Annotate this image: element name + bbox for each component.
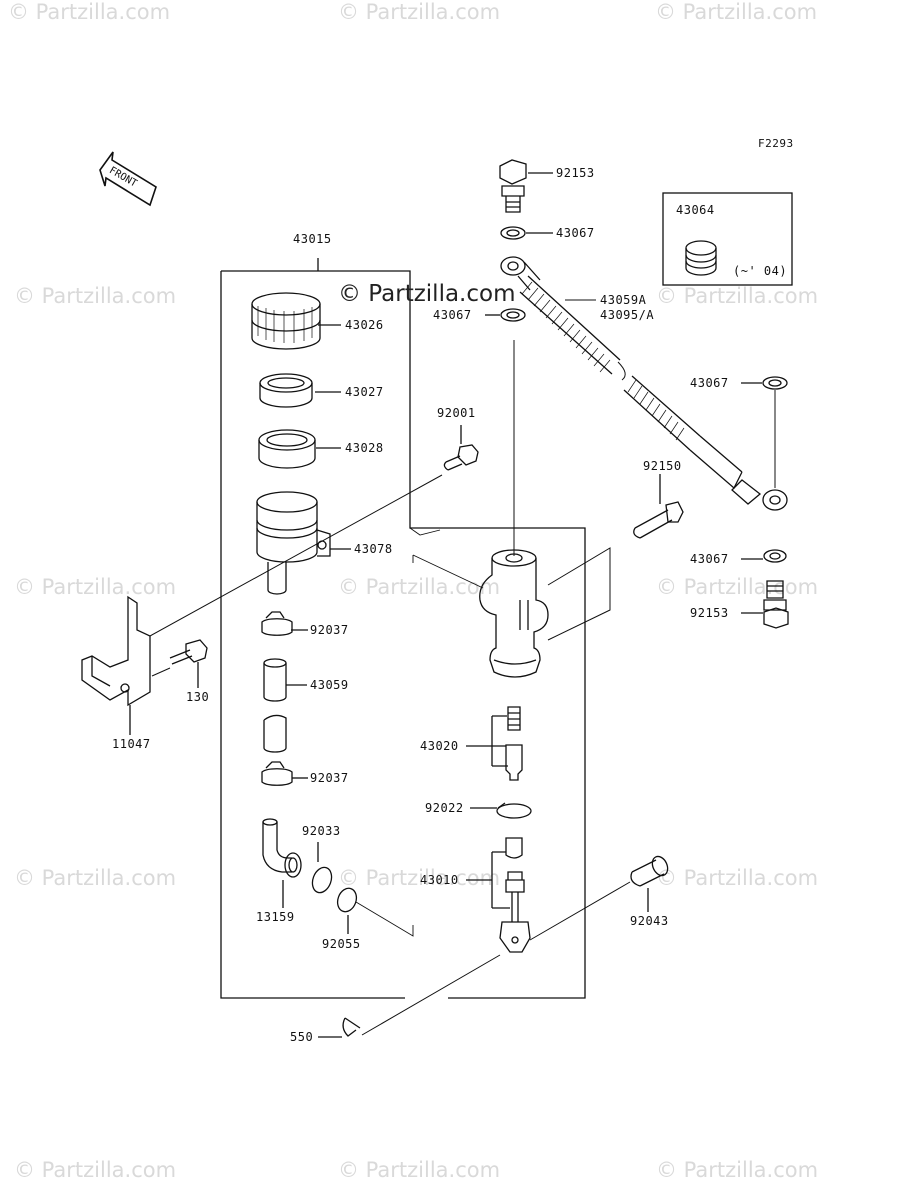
banjo-bolt-92153-bottom xyxy=(763,580,789,629)
brake-hose-43059a xyxy=(500,256,788,511)
cotter-pin-550 xyxy=(342,1017,361,1037)
part-label: 43059 xyxy=(310,678,349,692)
clamp-92037-upper xyxy=(261,611,293,636)
watermark: © Partzilla.com xyxy=(338,0,501,24)
watermark: © Partzilla.com xyxy=(656,866,819,890)
part-label: 43067 xyxy=(690,552,729,566)
bracket-11047 xyxy=(81,595,151,707)
part-label: 43026 xyxy=(345,318,384,332)
front-arrow-icon: FRONT xyxy=(99,151,157,207)
banjo-bolt-92153-top xyxy=(499,159,527,213)
bolt-130 xyxy=(169,639,208,665)
part-label: 130 xyxy=(186,690,210,704)
diaphragm-43027 xyxy=(259,373,313,408)
part-label: 92033 xyxy=(302,824,341,838)
bolt-92150 xyxy=(633,501,684,539)
part-label: 92037 xyxy=(310,771,349,785)
figure-id: F2293 xyxy=(758,137,794,150)
watermark: © Partzilla.com xyxy=(14,1158,177,1182)
washer-43067-4 xyxy=(763,549,787,563)
part-label: 43027 xyxy=(345,385,384,399)
hose-43059 xyxy=(263,658,287,753)
watermark: © Partzilla.com xyxy=(338,866,501,890)
part-label: 92153 xyxy=(556,166,595,180)
watermark: © Partzilla.com xyxy=(338,1158,501,1182)
part-label: 550 xyxy=(290,1030,314,1044)
pushrod-43010 xyxy=(499,837,531,953)
part-label: 92153 xyxy=(690,606,729,620)
watermark: © Partzilla.com xyxy=(14,575,177,599)
part-label: 43067 xyxy=(556,226,595,240)
oring-92055 xyxy=(336,887,358,913)
part-label: 43015 xyxy=(293,232,332,246)
washer-43067-2 xyxy=(500,308,526,322)
part-label: 92150 xyxy=(643,459,682,473)
watermark: © Partzilla.com xyxy=(656,1158,819,1182)
part-label: 92055 xyxy=(322,937,361,951)
inset-part-label: 43064 xyxy=(676,203,715,217)
part-label: 92001 xyxy=(437,406,476,420)
pin-92043 xyxy=(630,855,669,887)
part-label: 11047 xyxy=(112,737,151,751)
part-label: 43078 xyxy=(354,542,393,556)
washer-43067-1 xyxy=(500,226,526,240)
part-label: 43067 xyxy=(690,376,729,390)
watermark: © Partzilla.com xyxy=(14,866,177,890)
inset-note: (~' 04) xyxy=(733,264,788,278)
watermark: © Partzilla.com xyxy=(656,575,819,599)
washer-43067-3 xyxy=(762,376,788,390)
inset-43064 xyxy=(662,192,793,286)
part-label: 13159 xyxy=(256,910,295,924)
part-label: 43067 xyxy=(433,308,472,322)
watermark: © Partzilla.com xyxy=(656,284,819,308)
circlip-92022 xyxy=(496,802,532,819)
cap-43026 xyxy=(251,292,321,350)
part-label: 92022 xyxy=(425,801,464,815)
elbow-13159 xyxy=(262,818,302,878)
reservoir-43078 xyxy=(256,491,331,595)
part-label: 92037 xyxy=(310,623,349,637)
clamp-92037-lower xyxy=(261,761,293,786)
watermark: © Partzilla.com xyxy=(338,575,501,599)
part-label: 43095/A xyxy=(600,308,655,322)
bolt-92001 xyxy=(443,444,479,471)
circlip-92033 xyxy=(311,866,333,894)
watermark: © Partzilla.com xyxy=(14,284,177,308)
part-label: 92043 xyxy=(630,914,669,928)
plate-43028 xyxy=(258,429,316,469)
watermark: © Partzilla.com xyxy=(8,0,171,24)
part-label: 43059A xyxy=(600,293,647,307)
master-cylinder-body xyxy=(479,549,549,678)
part-label: 43020 xyxy=(420,739,459,753)
watermark: © Partzilla.com xyxy=(655,0,818,24)
watermark-main: © Partzilla.com xyxy=(338,281,516,307)
part-label: 43028 xyxy=(345,441,384,455)
part-label: 43010 xyxy=(420,873,459,887)
piston-43020 xyxy=(505,706,523,781)
